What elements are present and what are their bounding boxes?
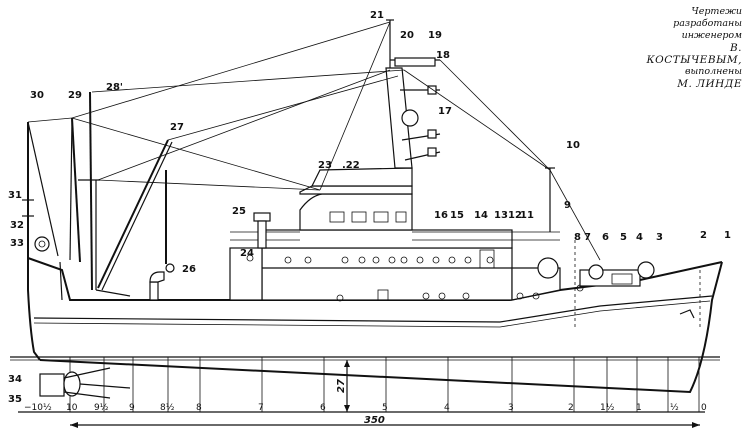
callout-23: 23 [318, 160, 332, 171]
callout-8: 8 [574, 232, 581, 243]
drawing-credit: Чертежи разработаны инженером В. КОСТЫЧЕ… [642, 6, 742, 90]
rudder-propeller [39, 367, 131, 399]
callout-16: 16 [434, 210, 448, 221]
dimension-lines [70, 360, 700, 428]
callout-32: 32 [10, 220, 24, 231]
credit-line-5: выполнены [684, 66, 742, 77]
frame-1-half: 1½ [600, 403, 615, 413]
callout-31: 31 [8, 190, 22, 201]
frame-numbers: 0 ½ 1 1½ 2 3 4 5 6 7 8 8½ 9 9½ 10 −10½ [24, 403, 707, 413]
credit-line-6: М. ЛИНДЕ [677, 78, 742, 90]
callout-labels: 1 2 3 4 5 6 7 8 9 10 11 12 13 14 15 16 1… [8, 10, 731, 405]
jackstaff [545, 167, 555, 232]
credit-line-4: В. КОСТЫЧЕВЫМ, [646, 42, 742, 66]
frame-1: 1 [636, 403, 642, 413]
frame-10: 10 [66, 403, 78, 413]
callout-20: 20 [400, 30, 414, 41]
after-mast [69, 91, 100, 291]
callout-7: 7 [584, 232, 591, 243]
section-marks [574, 240, 701, 330]
callout-1: 1 [724, 230, 731, 241]
callout-22: .22 [342, 160, 360, 171]
callout-9: 9 [564, 200, 571, 211]
frame-9-half: 9½ [94, 403, 109, 413]
frame-3: 3 [508, 403, 514, 413]
callout-17: 17 [438, 106, 452, 117]
derrick-boom [95, 139, 175, 301]
deck-machinery [537, 257, 695, 319]
callout-24: 24 [240, 248, 254, 259]
callout-2: 2 [700, 230, 707, 241]
deckhouse-lower [261, 247, 584, 302]
callout-3: 3 [656, 232, 663, 243]
callout-10: 10 [566, 140, 580, 151]
credit-line-3: инженером [681, 30, 742, 41]
credit-line-2: разработаны [673, 18, 742, 29]
callout-11: 11 [520, 210, 534, 221]
callout-30: 30 [30, 90, 44, 101]
stern-gallows [22, 121, 59, 258]
callout-25: 25 [232, 206, 246, 217]
frame-4: 4 [444, 403, 450, 413]
callout-15: 15 [450, 210, 464, 221]
frame-half: ½ [670, 403, 679, 413]
frame-8-half: 8½ [160, 403, 175, 413]
callout-4: 4 [636, 232, 643, 243]
callout-18: 18 [436, 50, 450, 61]
foremast [385, 19, 441, 169]
callout-21: 21 [370, 10, 384, 21]
callout-12: 12 [508, 210, 522, 221]
frame-8: 8 [196, 403, 202, 413]
callout-28: 28' [106, 82, 123, 93]
frame-10-half: −10½ [24, 403, 52, 413]
callout-19: 19 [428, 30, 442, 41]
callout-26: 26 [182, 264, 196, 275]
callout-29: 29 [68, 90, 82, 101]
callout-13: 13 [494, 210, 508, 221]
draft-dimension: 27 [336, 379, 347, 393]
callout-5: 5 [620, 232, 627, 243]
deckhouse-main [229, 193, 560, 301]
rigging [27, 21, 601, 261]
frame-5: 5 [382, 403, 388, 413]
callout-35: 35 [8, 394, 22, 405]
frame-9: 9 [129, 403, 135, 413]
frame-6: 6 [320, 403, 326, 413]
callout-27: 27 [170, 122, 184, 133]
frame-lines [18, 357, 705, 413]
frame-2: 2 [568, 403, 574, 413]
callout-34: 34 [8, 374, 22, 385]
credit-line-1: Чертежи [691, 6, 742, 17]
funnel [299, 167, 413, 195]
callout-14: 14 [474, 210, 488, 221]
frame-7: 7 [258, 403, 264, 413]
frame-0: 0 [701, 403, 707, 413]
length-dimension: 350 [364, 415, 385, 426]
callout-6: 6 [602, 232, 609, 243]
callout-33: 33 [10, 238, 24, 249]
